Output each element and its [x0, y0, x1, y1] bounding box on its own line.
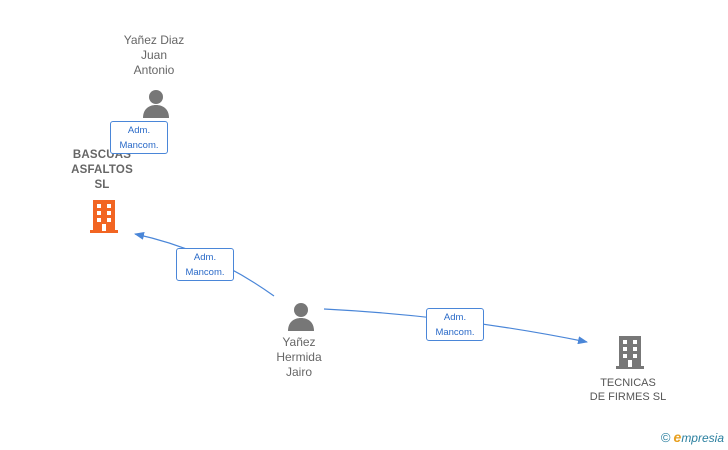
role-line2: Mancom.	[119, 140, 159, 151]
building-icon[interactable]	[614, 334, 646, 370]
role-badge-hermida-tecnicas[interactable]: Adm. Mancom.	[426, 308, 484, 341]
role-line2: Mancom.	[185, 267, 225, 278]
name-text: Yañez Hermida Jairo	[276, 335, 322, 379]
role-badge-hermida-bascuas[interactable]: Adm. Mancom.	[176, 248, 234, 281]
role-badge-diaz-bascuas[interactable]: Adm. Mancom.	[110, 121, 168, 154]
person-icon[interactable]	[141, 88, 171, 118]
brand-logo: © empresia	[661, 429, 724, 445]
company-label-tecnicas[interactable]: TECNICAS DE FIRMES SL	[578, 376, 678, 404]
company-label-bascuas[interactable]: BASCUAS ASFALTOS SL	[52, 148, 152, 193]
brand-wordmark: empresia	[673, 429, 724, 445]
company-name-text: BASCUAS ASFALTOS SL	[71, 149, 133, 191]
role-line1: Adm.	[443, 312, 467, 323]
person-icon[interactable]	[286, 301, 316, 331]
role-line1: Adm.	[127, 125, 151, 136]
building-icon[interactable]	[88, 198, 120, 234]
person-label-yanez-hermida: Yañez Hermida Jairo	[249, 335, 349, 380]
role-line1: Adm.	[193, 252, 217, 263]
company-name-text: TECNICAS DE FIRMES SL	[589, 377, 667, 403]
name-text: Yañez Diaz Juan Antonio	[123, 33, 185, 77]
person-label-yanez-diaz: Yañez Diaz Juan Antonio	[104, 33, 204, 78]
role-line2: Mancom.	[435, 327, 475, 338]
copyright-symbol: ©	[660, 429, 671, 445]
